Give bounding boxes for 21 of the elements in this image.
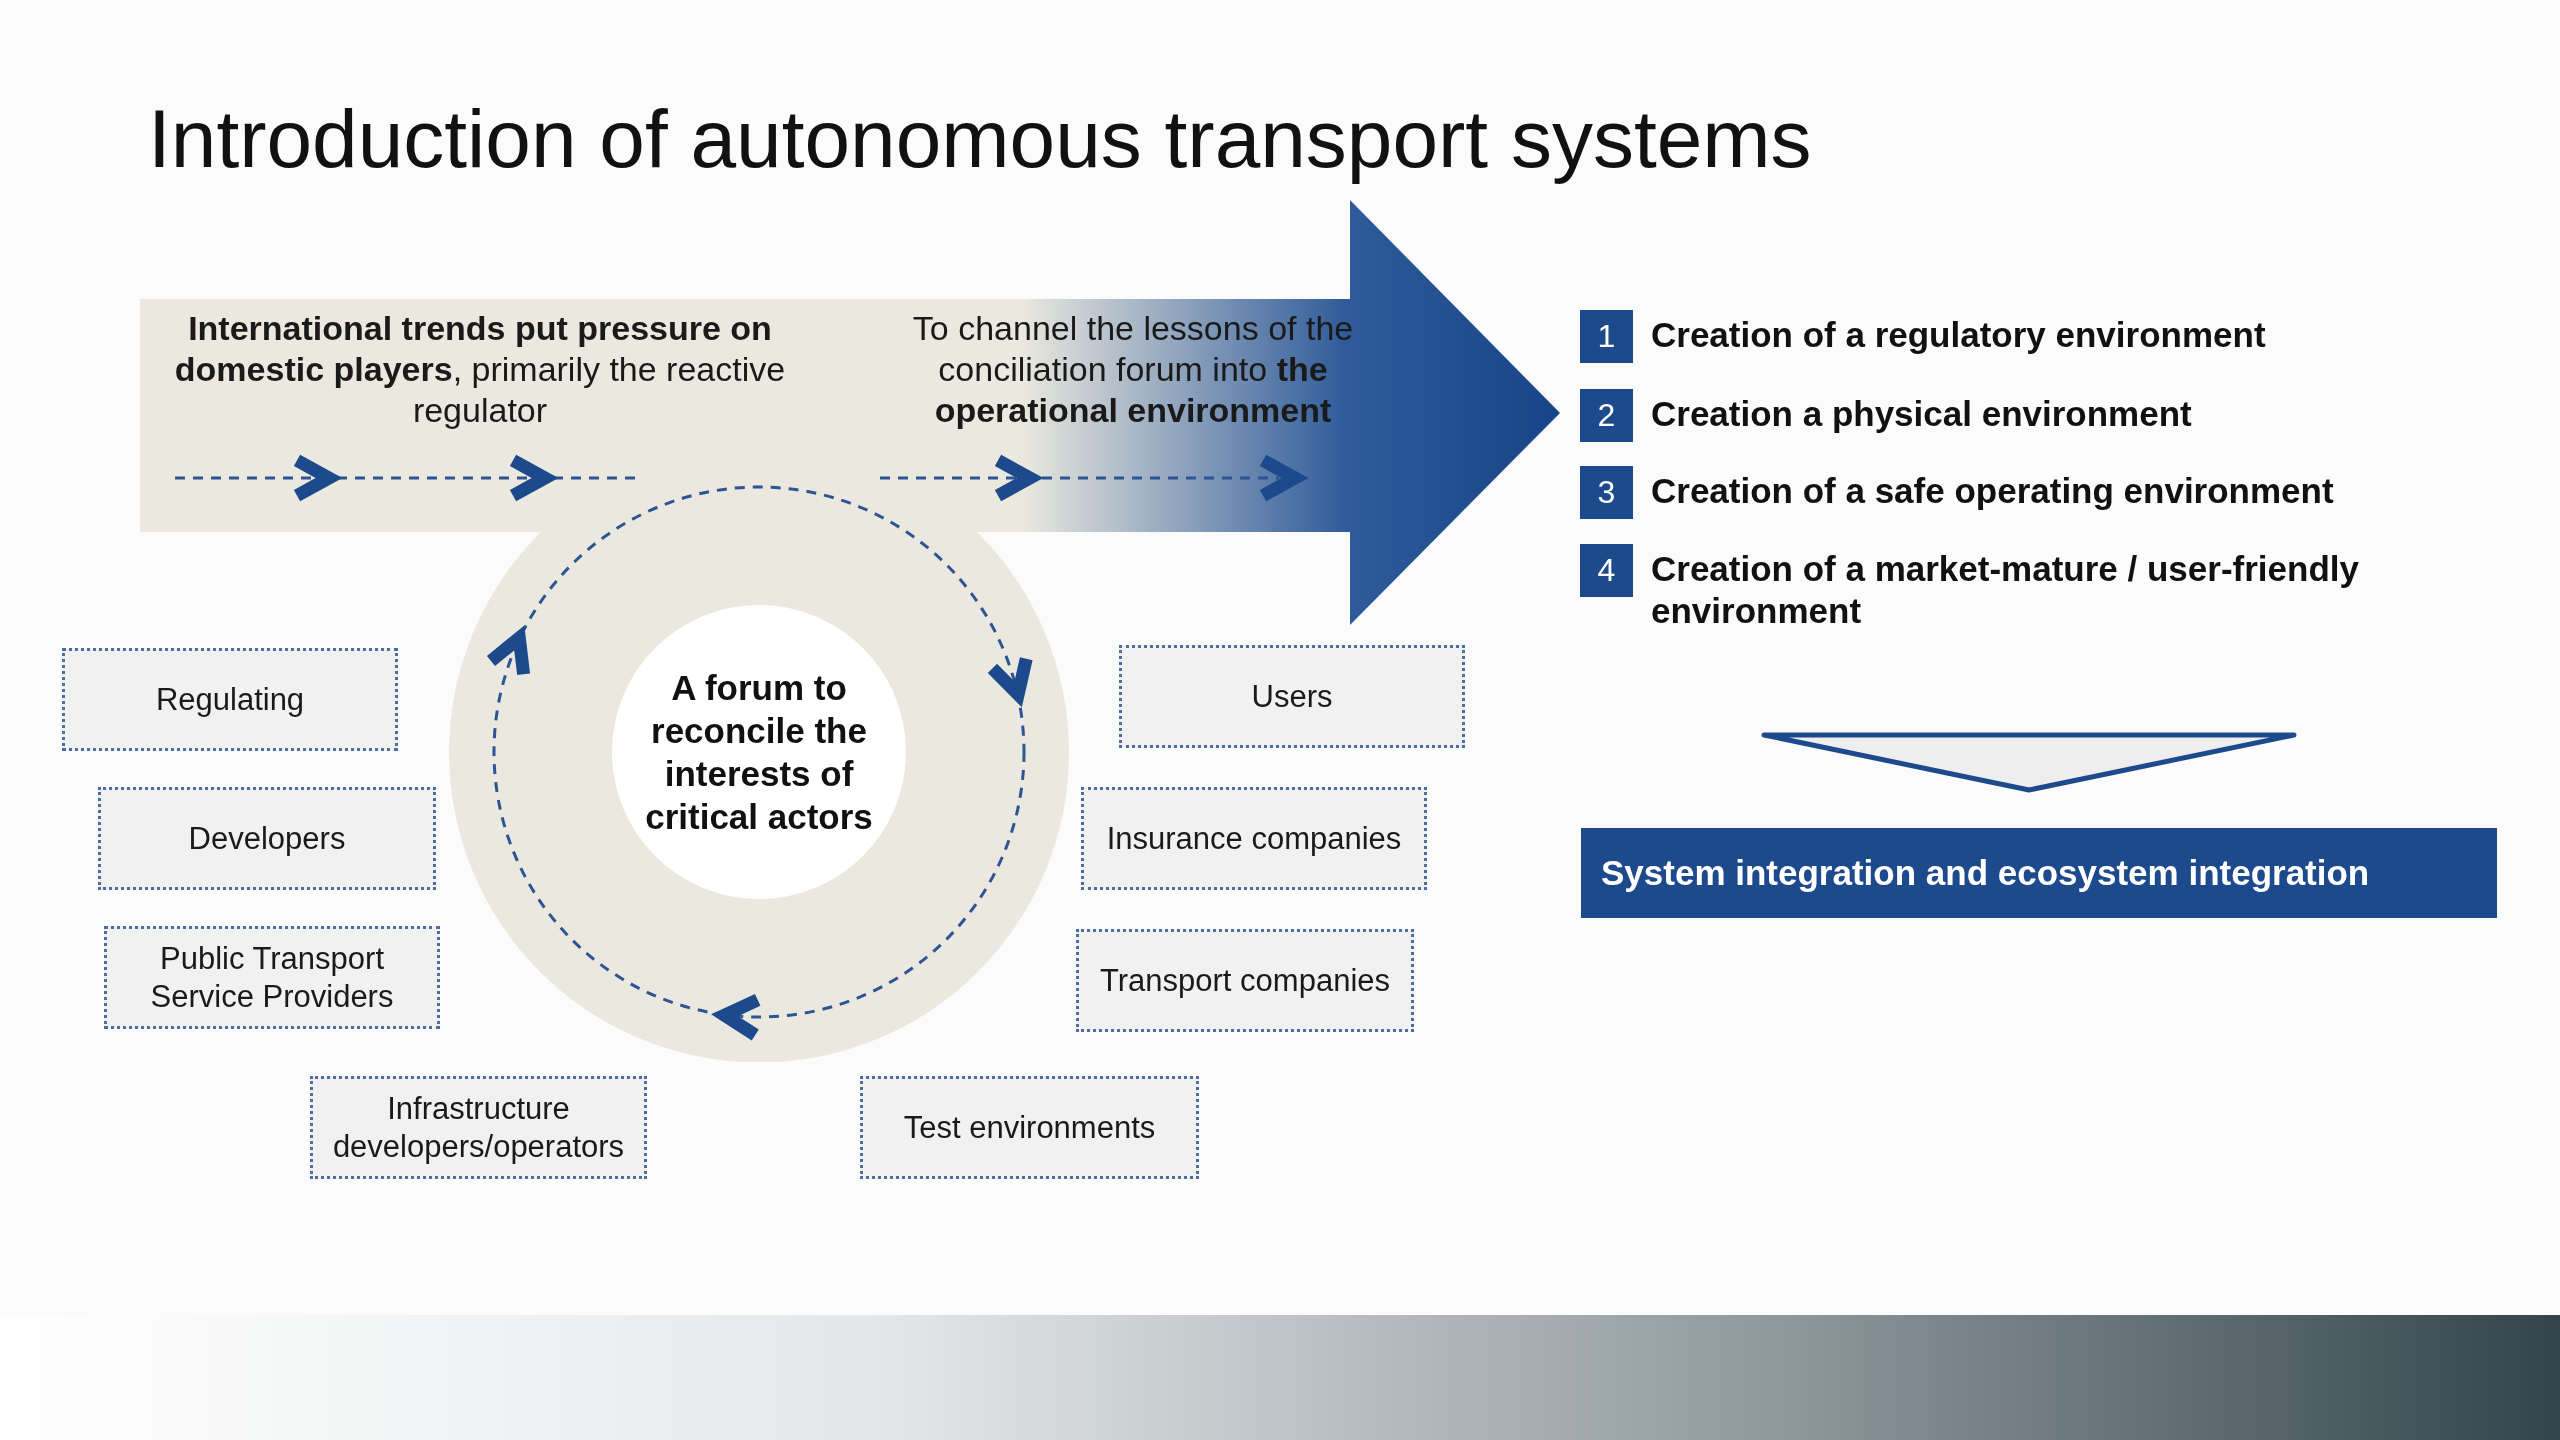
actor-box: Regulating <box>62 648 398 751</box>
actor-box: Public Transport Service Providers <box>104 926 440 1029</box>
actor-box: Infrastructure developers/operators <box>310 1076 647 1179</box>
number-badge: 4 <box>1580 544 1633 597</box>
list-item-text: Creation of a regulatory environment <box>1651 314 2267 356</box>
actor-box: Test environments <box>860 1076 1199 1179</box>
actor-box: Insurance companies <box>1081 787 1427 890</box>
actor-box: Transport companies <box>1076 929 1414 1032</box>
result-banner: System integration and ecosystem integration <box>1581 828 2497 918</box>
number-badge: 2 <box>1580 389 1633 442</box>
title: Introduction of autonomous transport systems <box>148 92 1812 186</box>
number-badge: 1 <box>1580 310 1633 363</box>
forum-text: A forum to reconcile the interests of critical actors <box>644 667 874 838</box>
list-item-text: Creation of a market-mature / user-friendly environment <box>1651 548 2360 632</box>
list-item-text: Creation of a safe operating environment <box>1651 470 2335 512</box>
actor-box: Developers <box>98 787 436 890</box>
band-text: International trends put pressure on domestic players, primarily the reactive regulator <box>173 308 787 431</box>
list-item-text: Creation a physical environment <box>1651 393 2193 435</box>
band-text: To channel the lessons of the conciliation forum into the operational environment <box>911 308 1355 431</box>
actor-box: Users <box>1119 645 1465 748</box>
number-badge: 3 <box>1580 466 1633 519</box>
